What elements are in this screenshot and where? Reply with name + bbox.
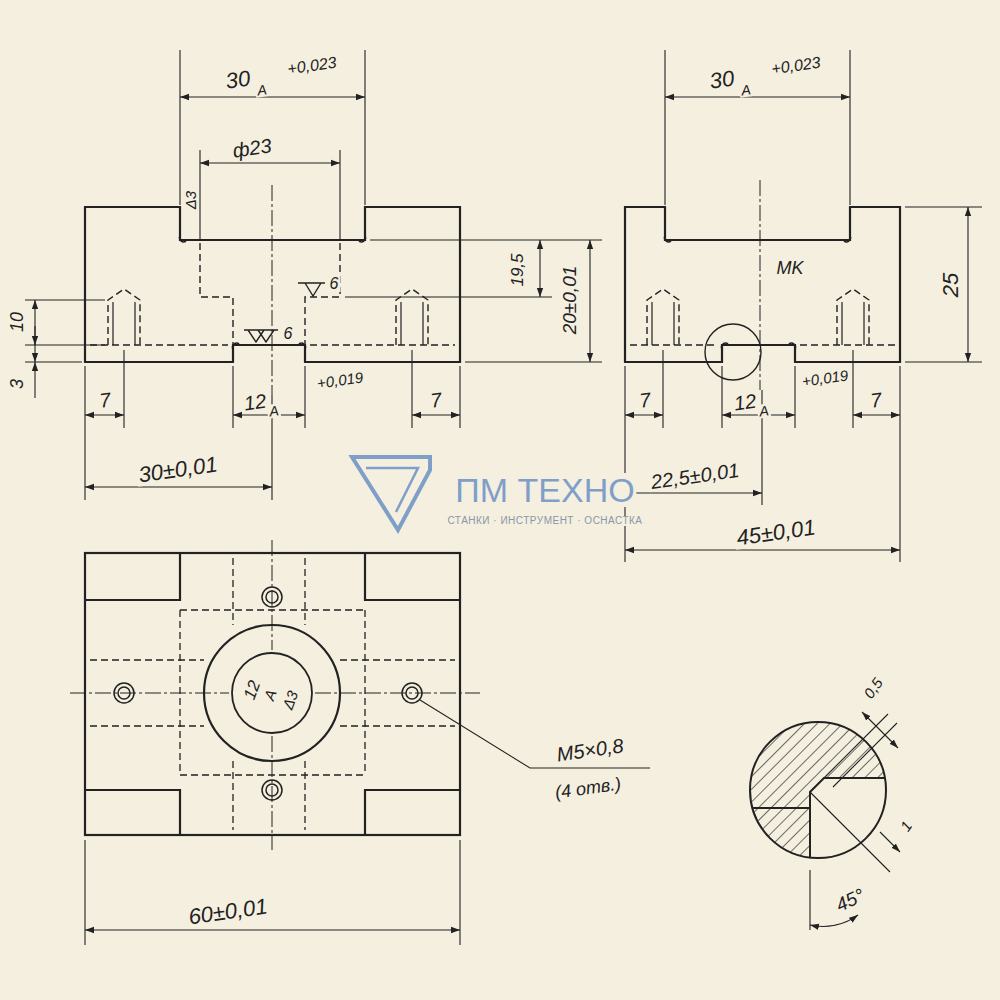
side-view [625,180,900,390]
front-view-part [298,283,325,296]
watermark-logo [352,457,430,530]
top-dimensions [85,700,650,945]
surface-mark: Δ3 [183,189,198,211]
dimension: 19,5 [509,251,526,288]
side-dimensions-part [665,50,982,362]
top-view-part-part [233,558,305,830]
dimension: 22,5±0,01 [648,460,743,493]
front-view-part [272,185,273,395]
tolerance: +0,023 [284,54,339,77]
front-view [85,185,460,395]
detail-view-part [810,792,890,930]
tolerance: +0,023 [768,54,823,77]
detail-dimension: 45° [831,884,869,915]
fit-letter: A [266,403,281,419]
detail-view-part [880,832,900,852]
detail-view-part [810,915,858,926]
fit-letter: A [254,82,269,98]
front-view-part-part [200,243,340,345]
front-dimensions-part [180,96,365,97]
detail-view [740,712,900,930]
side-dimensions-part [625,492,762,493]
detail-view-part [740,715,900,870]
side-view-part [665,236,851,349]
top-dimensions-part [85,929,460,930]
dimension: 25 [940,271,962,299]
dimension: 60±0,01 [185,895,271,928]
side-view-part [625,207,900,362]
front-dimensions-part [85,486,272,487]
watermark-logo-part [352,457,430,530]
side-dimensions-part [853,414,900,415]
material-mark: MK [775,259,806,277]
dimension: 3 [8,377,26,391]
fit-letter: A [738,82,753,98]
side-dimensions-part [625,549,900,550]
watermark: ПМ ТЕХНО [453,473,636,507]
dimension: 12 [241,390,270,413]
front-dimensions-part [180,50,365,240]
detail-dimension: 0,5 [860,674,887,703]
detail-view-part [750,722,886,858]
dimension: 30 [222,67,253,93]
dimension: 7 [96,389,114,411]
watermark-logo-part [366,468,418,512]
front-dimensions-part [589,240,590,362]
front-view-part [113,302,423,345]
front-dimensions-part [200,162,340,163]
tolerance: +0,019 [799,367,851,389]
dimension: 12 [731,390,760,413]
side-view-part [705,324,761,380]
dimension: 30±0,01 [135,453,221,486]
detail-view-part-part [740,715,900,870]
thread-callout: M5×0,8 [553,735,626,765]
fit-letter: A [756,403,771,419]
front-dimensions-part [25,300,105,362]
side-view-part-part [647,289,869,345]
detail-view-part-part [740,807,805,809]
top-view [70,540,480,850]
thread-callout: (4 отв.) [552,774,624,802]
side-dimensions-part [625,414,663,415]
front-dimensions-part [85,414,124,415]
front-dimensions-part [34,300,35,362]
side-dimensions-part [625,350,900,562]
roughness-value: 6 [328,276,341,292]
roughness-value: 6 [282,326,295,342]
tolerance: +0,019 [314,369,366,391]
top-view-part [232,653,312,733]
top-view-part [70,540,480,850]
dimension: 7 [427,389,445,411]
detail-view-part [824,714,897,787]
dimension: 30 [706,67,737,93]
top-dimensions-part [85,840,460,945]
watermark: СТАНКИ · ИНСТРУМЕНТ · ОСНАСТКА [445,516,644,526]
front-dimensions-part [345,240,602,362]
bore-mark: Δ3 [279,687,301,713]
dimension: 20±0,01 [560,264,579,337]
detail-dimension: 1 [896,817,915,836]
front-dimensions-part [412,414,460,415]
dimension: 45±0,01 [733,516,819,549]
side-dimensions-part [665,96,850,97]
dimension: 10 [8,310,26,334]
top-dimensions-part [420,700,650,768]
front-dimensions-part [539,240,540,297]
front-dimensions-part [34,326,35,345]
bore-mark: 12 [240,676,264,703]
bore-mark: A [261,686,280,704]
detail-view-part [862,712,898,748]
dimension: 7 [867,389,885,411]
side-view-part [630,289,895,345]
side-dimensions [625,50,982,562]
front-dimensions [25,50,602,500]
dimension: 7 [636,389,654,411]
front-dimensions-part [34,362,35,398]
front-view-part [244,330,278,342]
front-dimensions-part [85,350,460,500]
dimension: ф23 [229,135,274,161]
side-view-part-part [630,344,895,345]
side-dimensions-part [967,207,968,362]
